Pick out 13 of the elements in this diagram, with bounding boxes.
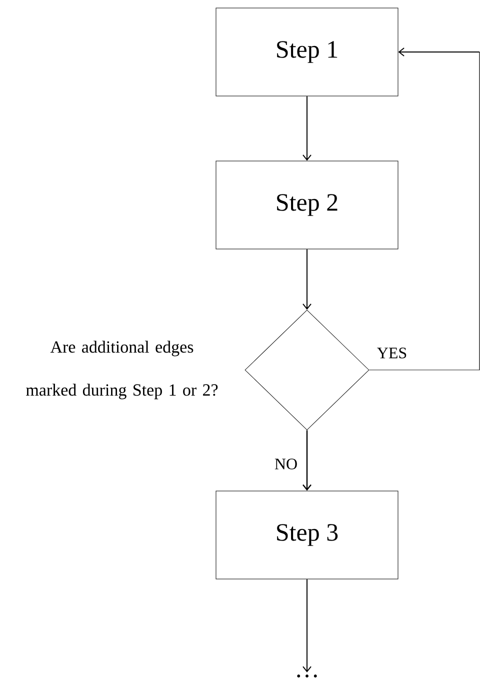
edge-label: NO <box>273 458 299 470</box>
arrow <box>302 430 312 491</box>
arrow <box>302 248 312 310</box>
question-text: Are additional edges marked during Step 1 or 2? <box>26 340 218 400</box>
ellipsis-text: … <box>297 674 317 678</box>
arrow <box>302 96 312 161</box>
process-box: Step 1 <box>216 8 398 96</box>
arrow <box>368 48 480 370</box>
edge-label: YES <box>376 346 408 360</box>
arrow <box>302 578 312 672</box>
process-box: Step 2 <box>216 160 398 250</box>
decision-diamond <box>244 310 370 430</box>
process-box: Step 3 <box>216 490 398 580</box>
